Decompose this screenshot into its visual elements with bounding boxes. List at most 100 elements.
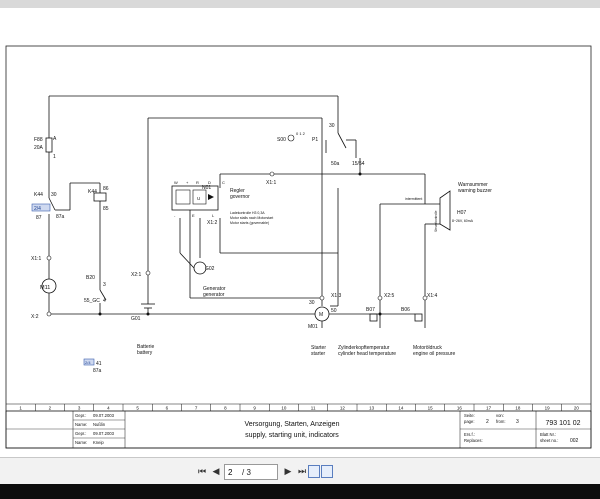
ers-label: Ers.f.: <box>464 432 475 437</box>
title-de: Versorgung, Starten, Anzeigen <box>245 421 340 428</box>
gepr-label-1: Gepr.: <box>75 413 86 418</box>
column-number: 7 <box>195 406 198 411</box>
m01-label: M01 <box>308 324 318 330</box>
diagram-labels: F88 20A A 1 K44 2/4 30 87 87a K44 86 85 … <box>31 123 492 374</box>
p1-label: P1 <box>312 137 318 143</box>
column-number: 15 <box>428 406 434 411</box>
intermittent-label: intermittent <box>405 197 422 201</box>
oil-de-label: Motoröldruck <box>413 345 442 351</box>
starter-en-label: starter <box>311 351 326 357</box>
gepr-label-2: Gepr.: <box>75 431 86 436</box>
k44b-label: K44 <box>88 189 97 195</box>
column-number: 10 <box>281 406 287 411</box>
zyl-en-label: cylinder head temperature <box>338 351 396 357</box>
gepr-date-2: 09.07.2003 <box>93 431 115 436</box>
buzzer-symbol <box>439 190 451 231</box>
f88-label: F88 <box>34 137 43 143</box>
seite-label: Seite: <box>464 413 475 418</box>
l-label: L <box>212 213 215 218</box>
seite-value: 2 <box>486 419 489 425</box>
g02-label: G02 <box>205 266 215 272</box>
t87a-label: 87a <box>56 214 65 220</box>
fuse-a-label: A <box>53 136 57 142</box>
replaces-label: Replaces: <box>464 438 483 443</box>
n01-label: N01 <box>202 185 211 191</box>
first-page-icon[interactable]: ⏮ <box>197 466 207 476</box>
f88-rating-label: 20A <box>34 145 44 151</box>
column-number: 2 <box>49 406 52 411</box>
plus-label: + <box>186 180 189 185</box>
k44a-sub-label: 2/4 <box>34 206 41 212</box>
n01-note1: Ladekontrolle H3 0,3A <box>230 211 265 215</box>
column-number: 5 <box>136 406 139 411</box>
previous-page-icon[interactable]: ◀ <box>212 466 220 476</box>
column-number: 11 <box>311 406 316 411</box>
top-toolbar-strip <box>0 0 600 8</box>
wiring <box>41 95 440 328</box>
gepr-date-1: 09.07.2003 <box>93 413 115 418</box>
column-number: 18 <box>515 406 521 411</box>
last-page-icon[interactable]: ⏭ <box>297 466 307 476</box>
m01-t30-label: 30 <box>309 300 315 306</box>
r-label: R <box>196 180 199 185</box>
t87-label: 87 <box>36 215 42 221</box>
t1554-label: 15/54 <box>352 161 365 167</box>
column-number: 12 <box>340 406 346 411</box>
doc-number: 793 101 02 <box>545 420 580 427</box>
bottom-black-strip <box>0 484 600 499</box>
name-label-2: Name: <box>75 440 87 445</box>
regulator-u-box <box>192 189 207 205</box>
terminal-circles <box>46 171 428 317</box>
battery-en-label: battery <box>137 350 153 356</box>
column-number: 3 <box>78 406 81 411</box>
gen-en-label: generator <box>203 292 225 298</box>
b20-sub-label: 55_GC <box>84 298 100 304</box>
regulator-inner-box <box>175 189 191 205</box>
document-viewport[interactable]: F88 20A A 1 K44 2/4 30 87 87a K44 86 85 … <box>0 8 600 457</box>
column-number: 4 <box>107 406 110 411</box>
regler-de-label: Regler <box>230 188 245 194</box>
relay-tag-box <box>31 203 51 212</box>
von-label: von: <box>496 413 504 418</box>
column-number: 16 <box>457 406 463 411</box>
page-number-input[interactable] <box>225 467 242 477</box>
zyl-de-label: Zylinderkopftemperatur <box>338 345 390 351</box>
ref-41-label: 41 <box>96 361 102 367</box>
t30-top-label: 30 <box>329 123 335 129</box>
n01-note2: Motor stalls nach Motorstart <box>230 216 273 220</box>
t30-label: 30 <box>51 192 57 198</box>
b07-label: B07 <box>366 307 375 313</box>
fit-width-icon[interactable] <box>321 465 333 478</box>
column-number: 14 <box>398 406 404 411</box>
buzzer-de-label: Warnsummer <box>458 182 488 188</box>
fit-page-icon[interactable] <box>308 465 320 478</box>
s00-contacts-label: 0 1 2 <box>296 131 306 136</box>
name-label-1: Name: <box>75 422 87 427</box>
page-number-box: / 3 <box>224 464 278 480</box>
minus-label: - <box>174 213 176 218</box>
buzzer-spec-label: 8~26V, 60mA <box>452 219 474 223</box>
x25-label: X2:5 <box>384 293 395 299</box>
blatt-label: Blatt Nr.: <box>540 432 556 437</box>
regler-en-label: governor <box>230 194 250 200</box>
t86-label: 86 <box>103 186 109 192</box>
e-label: E <box>192 213 195 218</box>
title-en: supply, starting unit, indicators <box>245 432 339 439</box>
next-page-icon[interactable]: ▶ <box>284 466 292 476</box>
page-total-label: / 3 <box>242 467 251 477</box>
name-1: Nußlin <box>93 422 106 427</box>
sheet-border <box>5 45 592 449</box>
b20-label: B20 <box>86 275 95 281</box>
diode-symbol <box>208 194 214 200</box>
b20-t4-label: 4 <box>103 298 106 304</box>
from-label: from: <box>496 419 506 424</box>
g01-label: G01 <box>131 316 141 322</box>
oil-en-label: engine oil pressure <box>413 351 455 357</box>
m01-t50-label: 50 <box>331 308 337 314</box>
schematic-sheet: F88 20A A 1 K44 2/4 30 87 87a K44 86 85 … <box>5 45 592 449</box>
d-label: D <box>208 180 211 185</box>
k44a-label: K44 <box>34 192 43 198</box>
x12-label: X1:2 <box>207 220 218 226</box>
column-number: 1 <box>19 406 22 411</box>
